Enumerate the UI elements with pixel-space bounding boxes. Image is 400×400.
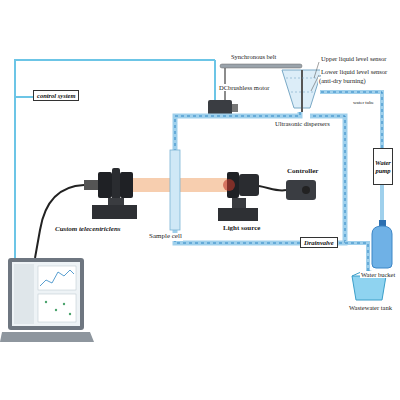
box-label: Drainvalve [304,239,334,246]
light-source [218,172,259,221]
telecentric-camera [84,168,137,219]
process-box: Water pump [373,148,393,185]
motor-shaft [232,104,238,112]
control-cable [214,60,216,100]
laptop [0,258,94,342]
camera-cable [35,185,84,258]
box-label: control system [37,92,75,99]
controller-knob [302,186,310,194]
part-label: Synchronous belt [230,53,277,60]
control-cable [15,60,215,258]
leader-line [314,62,319,78]
part-label: Controller [286,168,319,176]
part-label: Upper liquid level sensor [320,55,388,62]
control-cable [15,96,33,98]
part-label: Water bucket [360,271,396,278]
part-label: Light source [222,225,261,233]
part-label: DCbrushless motor [218,84,270,91]
light-cable [259,186,286,191]
part-label: Ultrasonic dispersers [274,120,331,127]
part-label: (anti-dry burning) [318,77,367,84]
box-label: Water pump [375,159,391,173]
water-bucket [372,220,392,268]
upper-level [286,78,318,79]
process-box: Drainvalve [300,237,338,248]
wastewater-tank [352,276,386,300]
part-label: Wastewater tank [348,304,393,311]
part-label: water tube [352,100,375,106]
part-label: Lower liquid level sensor [320,68,388,75]
part-label: Custom telecentriclens [54,226,122,234]
process-box: control system [33,90,79,101]
ultrasonic-probe [301,70,303,112]
controller-box [286,180,316,200]
part-label: Sample cell [148,233,183,241]
synchronous-belt [220,64,302,68]
sample-cell [170,150,180,230]
lower-level [291,92,313,93]
